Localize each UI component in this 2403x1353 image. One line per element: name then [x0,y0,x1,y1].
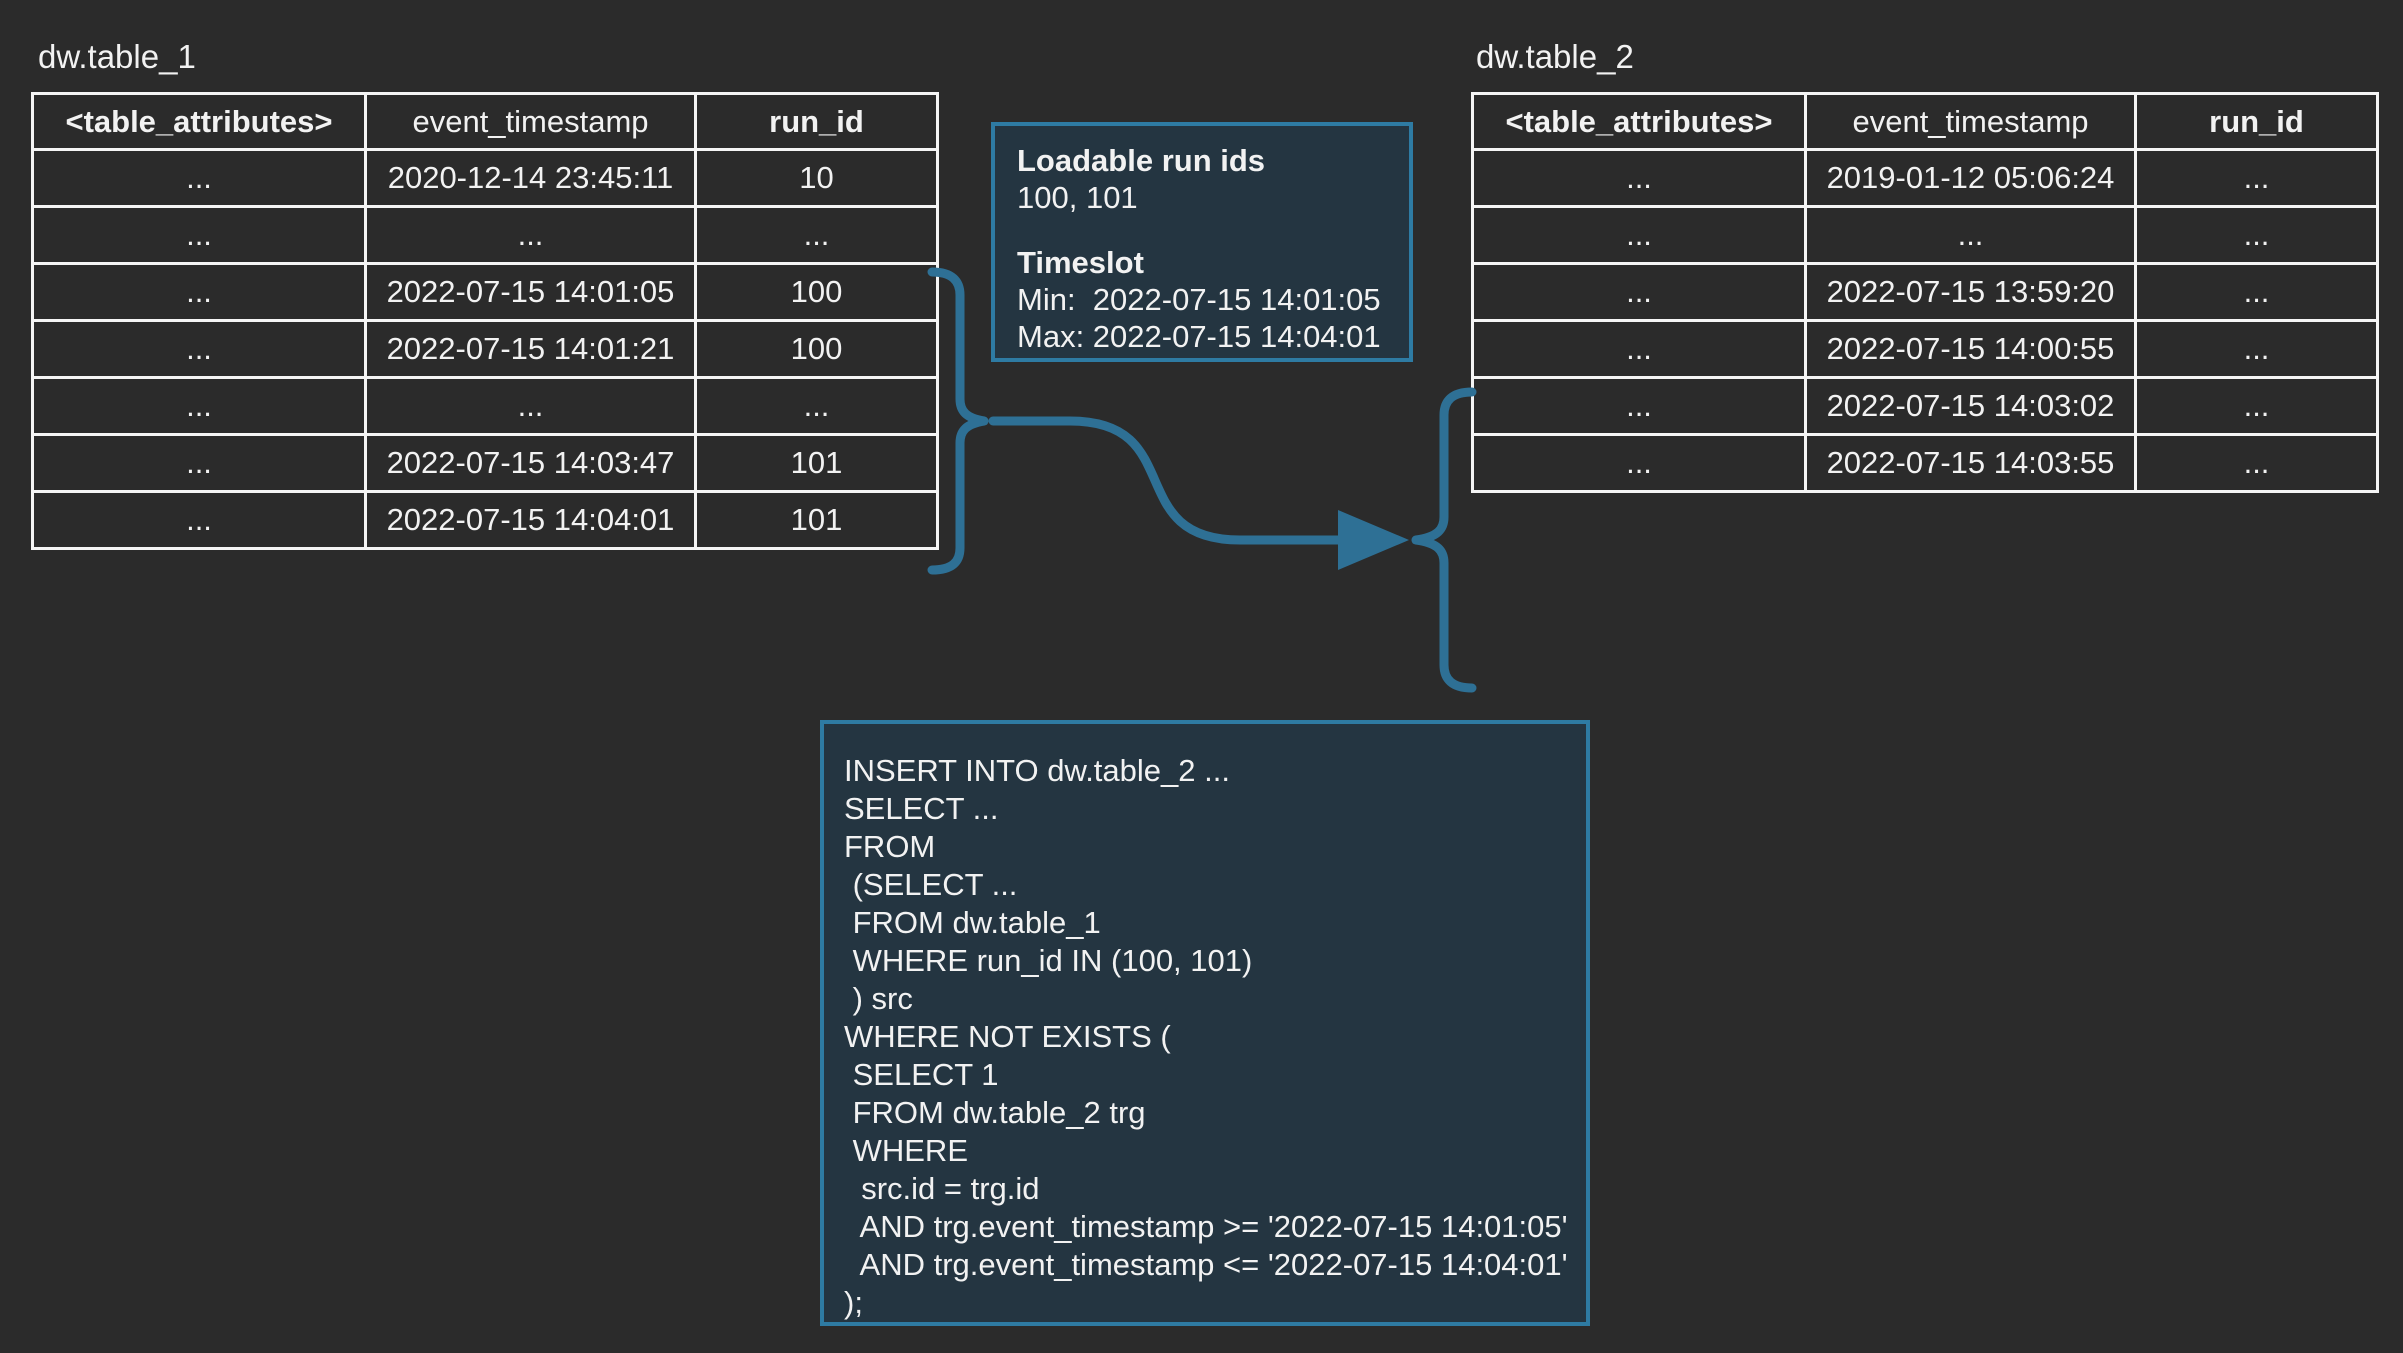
timeslot-min: Min: 2022-07-15 14:01:05 [1017,282,1381,317]
sql-line: FROM [844,829,936,864]
table-cell: ... [31,262,367,322]
table-cell: 2022-07-15 13:59:20 [1804,262,2137,322]
column-header: run_id [694,92,939,151]
table-row: ... 2022-07-15 14:04:01 101 [31,490,939,550]
sql-line: ); [844,1285,863,1320]
table-cell: ... [31,376,367,436]
column-header: <table_attributes> [31,92,367,151]
table-cell: ... [31,319,367,379]
table-cell: 101 [694,433,939,493]
table-cell: ... [364,205,697,265]
table-cell: ... [1804,205,2137,265]
sql-panel: INSERT INTO dw.table_2 ... SELECT ... FR… [820,720,1590,1326]
table-cell: ... [31,148,367,208]
table-cell: ... [694,205,939,265]
table-row: ... 2022-07-15 14:00:55 ... [1471,319,2379,379]
table-cell: 2022-07-15 14:03:47 [364,433,697,493]
table-cell: ... [1471,319,1807,379]
table-cell: ... [1471,376,1807,436]
table-cell: 2022-07-15 14:01:05 [364,262,697,322]
table2-header-row: <table_attributes> event_timestamp run_i… [1471,92,2379,151]
table-cell: 2022-07-15 14:03:55 [1804,433,2137,493]
table-cell: 10 [694,148,939,208]
table-row: ... 2022-07-15 14:03:02 ... [1471,376,2379,436]
sql-line: SELECT ... [844,791,999,826]
table-cell: 100 [694,319,939,379]
table-cell: 2022-07-15 14:04:01 [364,490,697,550]
table-row: ... 2022-07-15 14:03:55 ... [1471,433,2379,493]
table-row: ... 2019-01-12 05:06:24 ... [1471,148,2379,208]
table-cell: ... [1471,262,1807,322]
loadable-run-ids: 100, 101 [1017,180,1138,215]
loadable-runs-title: Loadable run ids [1017,143,1266,178]
sql-line: SELECT 1 [844,1057,999,1092]
table-cell: ... [2134,433,2379,493]
table-row: ... ... ... [1471,205,2379,265]
table-row: ... 2022-07-15 14:03:47 101 [31,433,939,493]
table-row: ... 2022-07-15 14:01:21 100 [31,319,939,379]
arrowhead-icon [1338,510,1409,570]
table-row: ... 2020-12-14 23:45:11 10 [31,148,939,208]
table2-title: dw.table_2 [1476,38,1634,75]
table-cell: ... [1471,433,1807,493]
table-row: ... ... ... [31,376,939,436]
table1-title: dw.table_1 [38,38,196,75]
sql-line: FROM dw.table_1 [844,905,1101,940]
spacer [1017,216,1387,244]
table-cell: ... [2134,262,2379,322]
column-header: <table_attributes> [1471,92,1807,151]
table-cell: 2022-07-15 14:03:02 [1804,376,2137,436]
table-cell: 2022-07-15 14:01:21 [364,319,697,379]
sql-line: INSERT INTO dw.table_2 ... [844,753,1230,788]
table-cell: 2020-12-14 23:45:11 [364,148,697,208]
timeslot-max: Max: 2022-07-15 14:04:01 [1017,319,1381,354]
table-2: <table_attributes> event_timestamp run_i… [1471,92,2379,493]
table-cell: 2022-07-15 14:00:55 [1804,319,2137,379]
table-cell: 100 [694,262,939,322]
timeslot-title: Timeslot [1017,245,1144,280]
flow-curve [988,416,1351,545]
table-1: <table_attributes> event_timestamp run_i… [31,92,939,550]
sql-line: AND trg.event_timestamp >= '2022-07-15 1… [844,1209,1568,1244]
table1-header-row: <table_attributes> event_timestamp run_i… [31,92,939,151]
sql-line: ) src [844,981,913,1016]
table-cell: 101 [694,490,939,550]
table-cell: 2019-01-12 05:06:24 [1804,148,2137,208]
table-cell: ... [31,433,367,493]
sql-line: src.id = trg.id [844,1171,1040,1206]
table-cell: ... [31,205,367,265]
table-cell: ... [31,490,367,550]
column-header: event_timestamp [364,92,697,151]
loadable-runs-panel: Loadable run ids 100, 101 Timeslot Min: … [991,122,1413,362]
sql-line: WHERE NOT EXISTS ( [844,1019,1171,1054]
table-row: ... 2022-07-15 13:59:20 ... [1471,262,2379,322]
table-cell: ... [2134,319,2379,379]
table-cell: ... [2134,148,2379,208]
column-header: run_id [2134,92,2379,151]
left-brace [927,267,989,575]
sql-line: WHERE run_id IN (100, 101) [844,943,1253,978]
sql-line: WHERE [844,1133,968,1168]
table-row: ... 2022-07-15 14:01:05 100 [31,262,939,322]
column-header: event_timestamp [1804,92,2137,151]
table-cell: ... [694,376,939,436]
table-cell: ... [364,376,697,436]
table-cell: ... [2134,205,2379,265]
right-brace [1411,387,1477,693]
sql-line: AND trg.event_timestamp <= '2022-07-15 1… [844,1247,1568,1282]
sql-line: FROM dw.table_2 trg [844,1095,1146,1130]
table-cell: ... [1471,205,1807,265]
sql-line: (SELECT ... [844,867,1018,902]
table-cell: ... [2134,376,2379,436]
table-cell: ... [1471,148,1807,208]
table-row: ... ... ... [31,205,939,265]
